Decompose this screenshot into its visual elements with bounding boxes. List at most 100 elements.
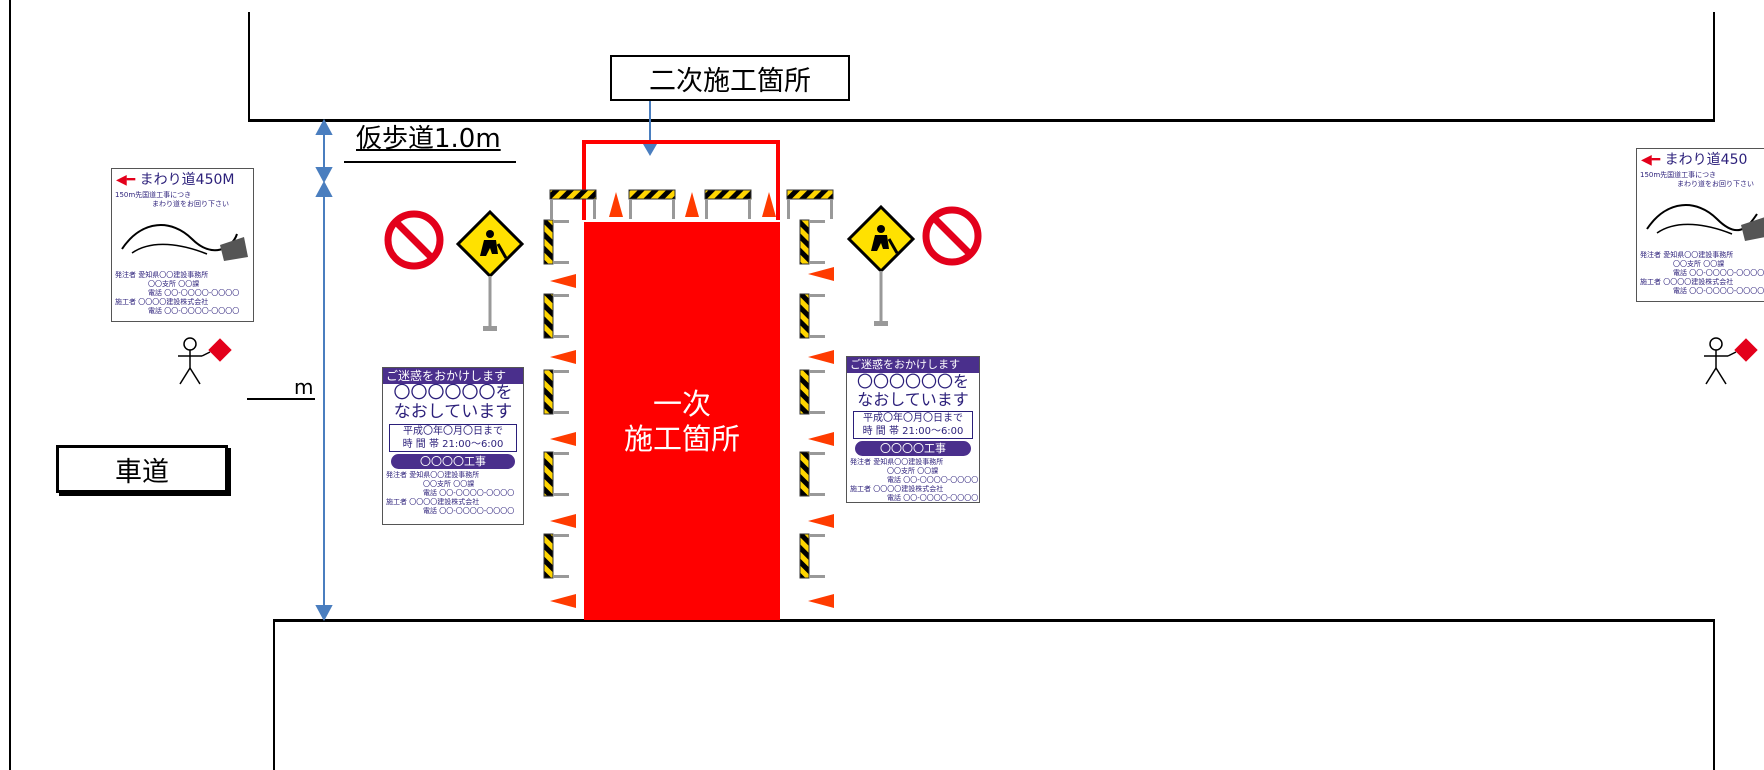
detour-orderer: 愛知県〇〇建設事務所 [138, 271, 209, 279]
detour-title: まわり道450M [139, 172, 235, 188]
notice-sign-left: ご迷惑をおかけします 〇〇〇〇〇〇を なおしています 平成〇年〇月〇日まで 時 … [382, 367, 524, 525]
notice-contractor: 〇〇〇〇建設株式会社 [873, 485, 944, 493]
barricade-icon [786, 189, 834, 219]
notice-contractor-tel: 電話 〇〇-〇〇〇〇-〇〇〇〇 [887, 494, 979, 502]
detour-sign-right: ◀━ まわり道450 150m先国道工事につき まわり道をお回り下さい 発注者 … [1636, 148, 1764, 302]
detour-title: まわり道450 [1664, 152, 1748, 168]
barricade-icon [799, 533, 825, 579]
notice-time-line1: 平成〇年〇月〇日まで [863, 413, 963, 424]
traffic-cone-icon [685, 192, 699, 217]
detour-note1: 150m先国道工事につき [1640, 171, 1717, 179]
detour-contractor: 〇〇〇〇建設株式会社 [1663, 278, 1734, 286]
barricade-icon [628, 189, 676, 219]
traffic-cone-icon [762, 192, 776, 217]
left-edge-line [9, 0, 11, 770]
flagman-icon [1704, 337, 1758, 385]
detour-orderer-sub: 〇〇支所 〇〇課 [148, 280, 200, 288]
temp-sidewalk-label: 仮歩道1.0m [356, 122, 501, 156]
primary-site-line1: 一次 [652, 387, 711, 421]
traffic-cone-icon [808, 432, 834, 446]
secondary-site-text: 二次施工箇所 [649, 65, 811, 97]
detour-contractor: 〇〇〇〇建設株式会社 [138, 298, 209, 306]
upper-building-right-line [1713, 12, 1715, 122]
notice-sign-right: ご迷惑をおかけします 〇〇〇〇〇〇を なおしています 平成〇年〇月〇日まで 時 … [846, 356, 980, 503]
traffic-cone-icon [808, 594, 834, 608]
notice-orderer-tel: 電話 〇〇-〇〇〇〇-〇〇〇〇 [887, 476, 979, 484]
detour-title-row: ◀━ まわり道450 [1637, 149, 1764, 171]
lower-building-top-line [273, 619, 1715, 622]
secondary-work-zone [582, 140, 780, 220]
notice-time-line1: 平成〇年〇月〇日まで [403, 426, 503, 437]
notice-contractor-label: 施工者 [850, 485, 871, 493]
notice-header: ご迷惑をおかけします [847, 357, 979, 373]
detour-contractor-tel: 電話 〇〇-〇〇〇〇-〇〇〇〇 [1673, 287, 1764, 295]
notice-time-line2: 時 間 帯 21:00～6:00 [862, 426, 964, 437]
detour-contractor-label: 施工者 [115, 298, 136, 306]
notice-orderer-row: 発注者 愛知県〇〇建設事務所 [847, 458, 979, 467]
detour-note1: 150m先国道工事につき [115, 191, 192, 199]
upper-building-bottom-line [248, 119, 1715, 122]
notice-contractor-tel: 電話 〇〇-〇〇〇〇-〇〇〇〇 [423, 507, 515, 515]
notice-line1: 〇〇〇〇〇〇を [856, 372, 969, 391]
traffic-cone-icon [550, 350, 576, 364]
traffic-cone-icon [808, 267, 834, 281]
barricade-icon [543, 369, 569, 415]
notice-line2: なおしています [857, 390, 969, 409]
left-arrow-icon: ◀━ [1641, 152, 1661, 168]
secondary-site-label: 二次施工箇所 [610, 55, 850, 101]
upper-building-left-line [248, 12, 250, 122]
detour-orderer: 愛知県〇〇建設事務所 [1663, 251, 1734, 259]
no-entry-icon [384, 210, 444, 270]
detour-sign-left: ◀━ まわり道450M 150m先国道工事につき まわり道をお回り下さい 発注者… [111, 168, 254, 322]
barricade-icon [543, 533, 569, 579]
notice-time-box: 平成〇年〇月〇日まで 時 間 帯 21:00～6:00 [853, 411, 973, 439]
barricade-icon [549, 189, 597, 219]
no-entry-icon [922, 206, 982, 266]
notice-line2: なおしています [393, 402, 513, 422]
left-arrow-icon: ◀━ [116, 172, 136, 188]
traffic-cone-icon [550, 432, 576, 446]
roadway-text: 車道 [115, 456, 169, 488]
barricade-icon [799, 369, 825, 415]
notice-orderer-label: 発注者 [386, 471, 407, 479]
detour-map-icon [121, 224, 248, 261]
detour-orderer-tel: 電話 〇〇-〇〇〇〇-〇〇〇〇 [148, 289, 240, 297]
detour-orderer-row: 発注者 愛知県〇〇建設事務所 [112, 271, 253, 280]
notice-orderer-sub: 〇〇支所 〇〇課 [887, 467, 939, 475]
lower-building-right-line [1713, 619, 1715, 770]
notice-orderer-tel: 電話 〇〇-〇〇〇〇-〇〇〇〇 [423, 489, 515, 497]
traffic-cone-icon [808, 514, 834, 528]
detour-orderer-sub: 〇〇支所 〇〇課 [1673, 260, 1725, 268]
detour-title-row: ◀━ まわり道450M [112, 169, 253, 191]
notice-orderer: 愛知県〇〇建設事務所 [873, 458, 944, 466]
notice-contractor-row: 施工者 〇〇〇〇建設株式会社 [847, 485, 979, 494]
barricade-icon [704, 189, 752, 219]
detour-orderer-label: 発注者 [115, 271, 136, 279]
detour-orderer-tel: 電話 〇〇-〇〇〇〇-〇〇〇〇 [1673, 269, 1764, 277]
top-barricade-row [549, 189, 834, 219]
traffic-cone-icon [808, 350, 834, 364]
temp-sidewalk-text: 仮歩道1.0m [356, 124, 501, 154]
notice-orderer: 愛知県〇〇建設事務所 [409, 471, 480, 479]
barricade-icon [799, 451, 825, 497]
primary-site-label: 一次 施工箇所 [584, 387, 780, 457]
left-barricade-column [543, 219, 576, 608]
detour-orderer-row: 発注者 愛知県〇〇建設事務所 [1637, 251, 1764, 260]
barricade-icon [543, 219, 569, 265]
notice-orderer-row: 発注者 愛知県〇〇建設事務所 [383, 471, 523, 480]
detour-contractor-row: 施工者 〇〇〇〇建設株式会社 [112, 298, 253, 307]
roadway-label: 車道 [56, 445, 228, 493]
notice-contractor-label: 施工者 [386, 498, 407, 506]
notice-contractor-row: 施工者 〇〇〇〇建設株式会社 [383, 498, 523, 507]
notice-project: 〇〇〇〇工事 [855, 441, 971, 456]
right-barricade-column [799, 219, 834, 608]
notice-contractor: 〇〇〇〇建設株式会社 [409, 498, 480, 506]
road-work-icon [846, 204, 916, 326]
traffic-cone-icon [609, 192, 623, 217]
notice-header: ご迷惑をおかけします [383, 368, 523, 384]
detour-note2: まわり道をお回り下さい [152, 200, 229, 208]
detour-note2: まわり道をお回り下さい [1677, 180, 1754, 188]
detour-contractor-label: 施工者 [1640, 278, 1661, 286]
primary-work-zone: 一次 施工箇所 [584, 222, 780, 620]
